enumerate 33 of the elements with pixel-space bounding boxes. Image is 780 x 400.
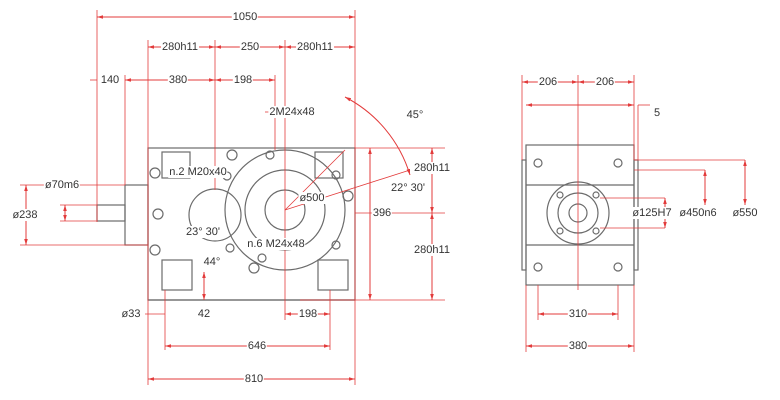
dimension-label: 280h11 <box>413 162 451 174</box>
dimension-label: 198 <box>232 74 254 86</box>
dimension-label: 45° <box>406 109 424 121</box>
dimension-label: 22° 30' <box>390 182 426 194</box>
dimension-label: 810 <box>244 373 264 385</box>
dimension-label: 646 <box>246 340 268 352</box>
dimension-label: 42 <box>196 308 212 320</box>
dimension-label: 280h11 <box>161 41 199 53</box>
dimension-label: ø33 <box>120 308 142 320</box>
dimension-label: 380 <box>568 340 588 352</box>
dimension-label: ø500 <box>298 192 326 204</box>
dimension-label: 2M24x48 <box>268 106 316 118</box>
dimension-label: 280h11 <box>413 244 451 256</box>
dimension-label: 380 <box>168 74 188 86</box>
dimension-label: ø238 <box>11 209 39 221</box>
dimension-label: ø550 <box>731 207 759 219</box>
dimension-label: 198 <box>298 308 318 320</box>
dimension-label: n.2 M20x40 <box>168 166 228 178</box>
dimension-label: ø450n6 <box>678 207 718 219</box>
dimension-label: 206 <box>538 76 558 88</box>
dimension-label: ø125H7 <box>631 207 673 219</box>
dimension-label: 5 <box>652 107 662 119</box>
dimension-label: 23° 30' <box>184 226 222 238</box>
dimension-label: 250 <box>240 41 260 53</box>
dimension-label: 396 <box>372 207 392 219</box>
dimension-label: n.6 M24x48 <box>246 238 306 250</box>
dimension-label: 206 <box>594 76 616 88</box>
dimension-label: 1050 <box>232 11 258 23</box>
dimension-label: 310 <box>568 308 588 320</box>
dimension-label: 140 <box>100 74 120 86</box>
dimension-label: 44° <box>202 256 222 268</box>
dimension-label: ø70m6 <box>44 179 80 191</box>
dimension-label: 280h11 <box>296 41 334 53</box>
